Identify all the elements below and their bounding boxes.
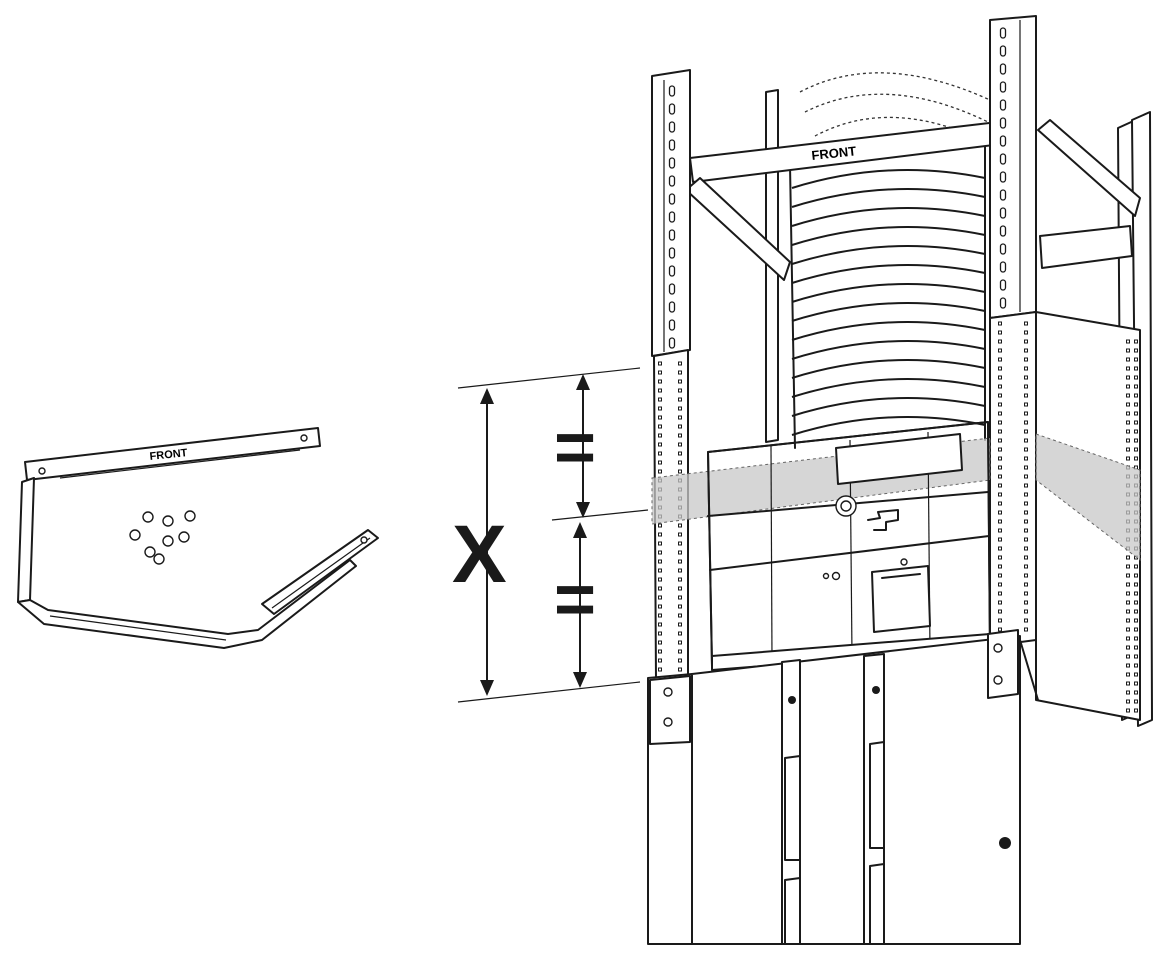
top-frame-front-label: FRONT [811, 143, 857, 163]
dimension-markings: X = = [452, 367, 649, 703]
cable-spiral [789, 72, 991, 455]
lower-cabinet [647, 629, 1039, 945]
center-panel [707, 421, 993, 671]
top-frame: FRONT [685, 119, 1141, 281]
dimension-x-label: X [452, 509, 507, 600]
rack-assembly: FRONT [647, 15, 1153, 945]
hardware-nuts [129, 510, 196, 565]
mounting-bracket: FRONT [17, 427, 379, 649]
bracket-front-label: FRONT [149, 447, 188, 463]
equal-mark-lower: = [554, 560, 596, 640]
front-left-rail [651, 69, 691, 681]
equal-mark-upper: = [554, 408, 596, 488]
front-right-rail [989, 15, 1141, 721]
